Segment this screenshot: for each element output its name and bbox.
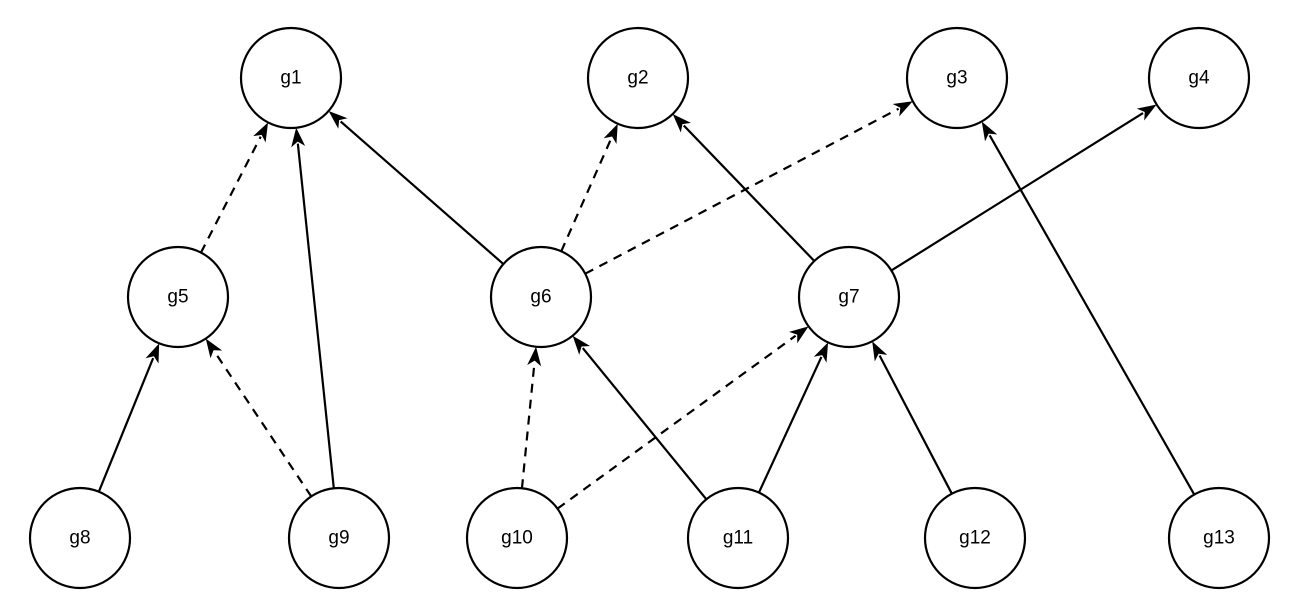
edge-line	[296, 143, 335, 489]
arrow-head-icon	[813, 342, 829, 363]
edge-line	[213, 351, 313, 498]
node-circle[interactable]	[686, 486, 790, 590]
graph-node-g13[interactable]: g13	[1167, 486, 1271, 590]
edge-g5-to-g1	[199, 122, 269, 254]
graph-node-g7[interactable]: g7	[797, 245, 901, 349]
edge-line	[988, 134, 1196, 496]
arrow-head-icon	[789, 326, 809, 344]
node-label: g8	[69, 528, 90, 549]
node-circle[interactable]	[465, 486, 569, 590]
node-circle[interactable]	[586, 26, 690, 130]
node-label: g6	[530, 287, 551, 308]
node-label: g1	[280, 68, 301, 89]
node-circle[interactable]	[1167, 486, 1271, 590]
arrow-head-icon	[253, 122, 269, 143]
node-circle[interactable]	[28, 486, 132, 590]
node-circle[interactable]	[905, 26, 1009, 130]
edge-line	[757, 356, 823, 494]
arrow-head-icon	[205, 338, 223, 359]
edge-line	[890, 112, 1144, 272]
graph-node-g8[interactable]: g8	[28, 486, 132, 590]
node-label: g4	[1188, 68, 1210, 89]
arrow-head-icon	[572, 335, 591, 355]
edge-g6-to-g2	[560, 123, 618, 252]
node-label: g7	[838, 287, 859, 308]
arrow-head-icon	[872, 341, 888, 362]
edge-line	[878, 354, 953, 495]
edge-g6-to-g1	[328, 110, 505, 265]
arrow-head-icon	[145, 343, 160, 364]
node-label: g9	[328, 528, 349, 549]
graph-node-g4[interactable]: g4	[1147, 26, 1251, 130]
edge-line	[682, 124, 816, 262]
graph-node-g5[interactable]: g5	[126, 245, 230, 349]
arrow-head-icon	[328, 110, 348, 129]
edge-layer	[97, 101, 1196, 510]
edge-line	[520, 362, 536, 489]
edge-g7-to-g2	[672, 114, 816, 262]
node-label: g11	[723, 528, 753, 549]
edge-g13-to-g3	[981, 121, 1196, 496]
node-circle[interactable]	[1147, 26, 1251, 130]
node-label: g12	[959, 528, 991, 549]
node-circle[interactable]	[239, 26, 343, 130]
graph-node-g9[interactable]: g9	[287, 486, 391, 590]
node-circle[interactable]	[126, 245, 230, 349]
node-circle[interactable]	[287, 486, 391, 590]
edge-g11-to-g6	[572, 335, 708, 500]
graph-node-g6[interactable]: g6	[489, 245, 593, 349]
arrow-head-icon	[981, 121, 998, 142]
arrow-head-icon	[892, 101, 913, 117]
edge-line	[581, 347, 708, 500]
node-label: g13	[1203, 528, 1235, 549]
graph-node-g12[interactable]: g12	[923, 486, 1027, 590]
edge-g6-to-g3	[584, 101, 913, 275]
edge-g11-to-g7	[757, 342, 829, 494]
node-circle[interactable]	[489, 245, 593, 349]
edge-line	[560, 137, 613, 252]
node-circle[interactable]	[923, 486, 1027, 590]
arrow-head-icon	[527, 346, 542, 367]
edge-line	[199, 136, 262, 254]
arrow-head-icon	[291, 127, 306, 148]
node-label: g3	[946, 68, 967, 89]
node-layer: g1 g2 g3 g4 g5 g6 g7 g8 g9 g10 g11 g12 g13	[28, 26, 1271, 590]
edge-line	[556, 334, 797, 510]
arrow-head-icon	[672, 114, 691, 133]
graph-node-g11[interactable]: g11	[686, 486, 790, 590]
node-label: g2	[627, 68, 648, 89]
arrow-head-icon	[603, 123, 618, 144]
graph-node-g10[interactable]: g10	[465, 486, 569, 590]
graph-node-g2[interactable]: g2	[586, 26, 690, 130]
edge-g8-to-g5	[97, 343, 160, 493]
edge-g10-to-g6	[520, 346, 542, 489]
edge-g10-to-g7	[556, 326, 809, 510]
edge-g9-to-g5	[205, 338, 313, 498]
edge-line	[339, 120, 505, 265]
node-label: g10	[501, 528, 533, 549]
graph-node-g3[interactable]: g3	[905, 26, 1009, 130]
node-circle[interactable]	[797, 245, 901, 349]
node-label: g5	[167, 287, 188, 308]
edge-line	[97, 357, 155, 493]
edge-line	[584, 107, 900, 275]
arrow-head-icon	[1136, 104, 1157, 121]
edge-g9-to-g1	[291, 127, 335, 489]
edge-g12-to-g7	[872, 341, 953, 495]
edge-g7-to-g4	[890, 104, 1157, 272]
graph-node-g1[interactable]: g1	[239, 26, 343, 130]
